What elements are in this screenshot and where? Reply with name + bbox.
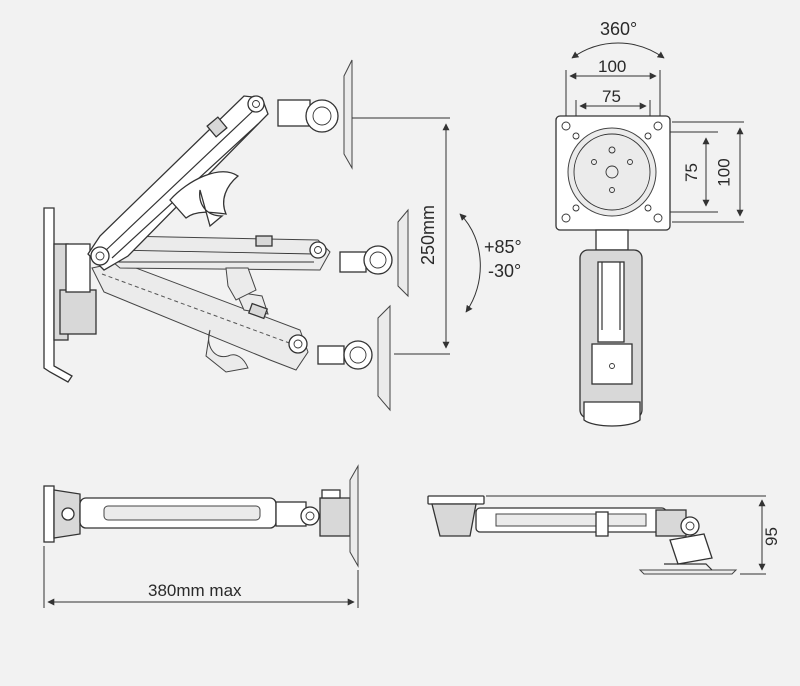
height-range-label: 250mm: [418, 204, 439, 266]
arm-lower-position: [91, 261, 391, 412]
wall-plate: [43, 207, 73, 383]
desk-clamp-plate: [427, 495, 485, 505]
top-view: [43, 464, 359, 608]
rotation-arc: [571, 42, 665, 59]
base-block: [59, 289, 97, 335]
arm-upper-position: [87, 59, 353, 320]
rotation-label: 360°: [600, 19, 638, 39]
side-view: [43, 59, 481, 412]
compact-view: [427, 495, 766, 575]
vesa-side-inner-label: 75: [681, 163, 701, 182]
tilt-down-label: -30°: [488, 261, 522, 281]
tilt-arc: [459, 213, 481, 313]
vesa-inner-label: 75: [602, 87, 621, 106]
tilt-up-label: +85°: [484, 237, 522, 257]
top-wall-plate: [43, 485, 55, 543]
extension-label: 380mm max: [148, 581, 242, 600]
vesa-side-outer-label: 100: [714, 158, 734, 187]
depth-label: 95: [761, 527, 781, 546]
vesa-outer-label: 100: [598, 57, 627, 76]
front-view: [555, 42, 744, 427]
